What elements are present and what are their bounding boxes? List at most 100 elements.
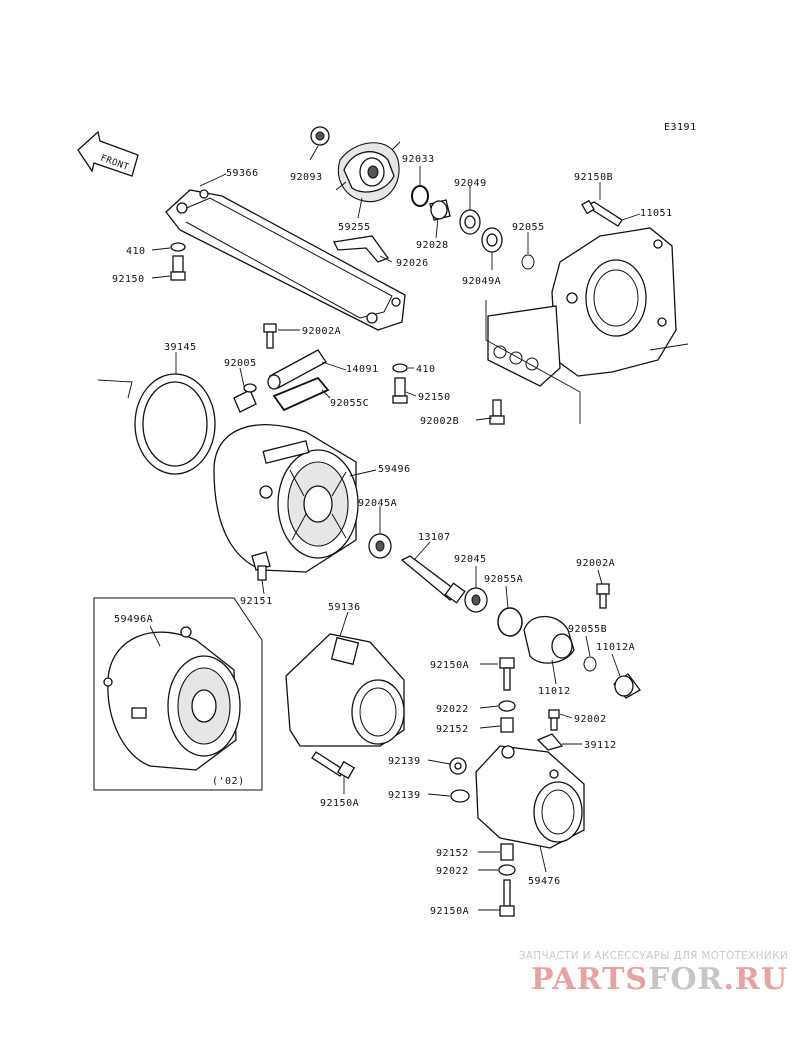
label-92026: 92026 — [396, 258, 429, 269]
label-59476: 59476 — [528, 876, 561, 887]
bearing-92045 — [464, 587, 488, 613]
part-labels: 59366 92093 59255 92033 92049 92028 9202… — [112, 154, 673, 917]
label-92055: 92055 — [512, 222, 545, 233]
figure-code: E3191 — [664, 122, 697, 133]
watermark-logo-part2: FOR — [648, 962, 724, 997]
label-92045A: 92045A — [358, 498, 397, 509]
label-92150A-upper: 92150A — [430, 660, 469, 671]
label-92150-center: 92150 — [418, 392, 451, 403]
oring-92055C — [272, 376, 330, 412]
bolt-92150B — [581, 199, 623, 227]
leader-lines — [97, 145, 689, 911]
circlip-92033 — [411, 185, 429, 207]
label-11012A: 11012A — [596, 642, 635, 653]
bolt-92150A-nozzle — [311, 751, 356, 780]
watermark-tagline: ЗАПЧАСТИ И АКСЕССУАРЫ ДЛЯ МОТОТЕХНИКИ — [518, 950, 788, 962]
label-92093: 92093 — [290, 172, 323, 183]
label-92152-upper: 92152 — [436, 724, 469, 735]
variant-note: ('02) — [212, 776, 245, 787]
bushing-92152-lower — [500, 843, 514, 861]
label-92152-lower: 92152 — [436, 848, 469, 859]
label-92002: 92002 — [574, 714, 607, 725]
watermark-logo: PARTSFOR.RU — [488, 962, 788, 997]
label-14091: 14091 — [346, 364, 379, 375]
label-92022-lower: 92022 — [436, 866, 469, 877]
label-92150-left: 92150 — [112, 274, 145, 285]
label-92055B: 92055B — [568, 624, 607, 635]
label-59496: 59496 — [378, 464, 411, 475]
label-11051: 11051 — [640, 208, 673, 219]
label-59255: 59255 — [338, 222, 371, 233]
label-11012: 11012 — [538, 686, 571, 697]
label-13107: 13107 — [418, 532, 451, 543]
label-92055A: 92055A — [484, 574, 523, 585]
label-92045: 92045 — [454, 554, 487, 565]
oring-92055 — [521, 254, 535, 270]
bolt-92150-left — [170, 255, 186, 281]
label-92002A-right: 92002A — [576, 558, 615, 569]
label-92033: 92033 — [402, 154, 435, 165]
bolt-92150-center — [392, 377, 408, 404]
label-39145: 39145 — [164, 342, 197, 353]
seal-ring-39145 — [134, 373, 216, 475]
bushing-92139-b — [450, 789, 470, 803]
label-410-center: 410 — [416, 364, 436, 375]
label-92002B: 92002B — [420, 416, 459, 427]
oring-92055A — [497, 607, 523, 637]
washer-92049A — [481, 227, 503, 253]
washer-92022-lower — [498, 864, 516, 876]
pump-cover-11051 — [487, 227, 677, 387]
bushing-92152-upper — [500, 717, 514, 733]
label-92002A-top: 92002A — [302, 326, 341, 337]
washer-92022-upper — [498, 700, 516, 712]
label-59136: 59136 — [328, 602, 361, 613]
steering-nozzle-59476 — [475, 745, 585, 849]
fitting-92005 — [233, 383, 257, 413]
watermark-logo-part1: PARTS — [531, 962, 649, 997]
washer-92049 — [459, 209, 481, 235]
cap-14091 — [267, 349, 327, 390]
label-92005: 92005 — [224, 358, 257, 369]
bolt-92150A-upper — [499, 657, 515, 691]
bushing-92028 — [429, 199, 451, 221]
inset-box-59496A: ('02) — [93, 597, 263, 791]
label-92022-upper: 92022 — [436, 704, 469, 715]
shaft-13107 — [400, 555, 466, 604]
washer-410-left — [170, 242, 186, 252]
bolt-92002B — [489, 399, 505, 425]
label-410-left: 410 — [126, 246, 146, 257]
collar-92093 — [310, 126, 330, 146]
label-92049A: 92049A — [462, 276, 501, 287]
label-92150B: 92150B — [574, 172, 613, 183]
bolt-92002A-top — [263, 323, 277, 349]
label-92150A-nozzle: 92150A — [320, 798, 359, 809]
watermark-logo-part3: .RU — [723, 962, 788, 997]
bolt-92002A-right — [596, 583, 610, 609]
label-92055C: 92055C — [330, 398, 369, 409]
impeller-59255 — [335, 141, 401, 203]
label-92028: 92028 — [416, 240, 449, 251]
plate-92026 — [333, 235, 390, 263]
bracket-39112 — [536, 733, 564, 751]
label-92139-b: 92139 — [388, 790, 421, 801]
ride-plate-59366 — [165, 189, 406, 331]
cap-11012 — [523, 616, 575, 664]
bushing-92139-a — [449, 757, 467, 775]
washer-410-center — [392, 363, 408, 373]
label-59366: 59366 — [226, 168, 259, 179]
nozzle-59136 — [285, 633, 405, 747]
label-39112: 39112 — [584, 740, 617, 751]
label-92049: 92049 — [454, 178, 487, 189]
oring-92055B — [583, 656, 597, 672]
bearing-92045A — [368, 533, 392, 559]
bolt-92151 — [251, 551, 271, 581]
label-92151: 92151 — [240, 596, 273, 607]
cap-11012A — [613, 673, 641, 699]
front-arrow-icon: FRONT — [77, 130, 139, 177]
label-59496A: 59496A — [114, 614, 153, 625]
bolt-92150A-lower — [499, 879, 515, 917]
label-92150A-lower: 92150A — [430, 906, 469, 917]
label-92139-a: 92139 — [388, 756, 421, 767]
